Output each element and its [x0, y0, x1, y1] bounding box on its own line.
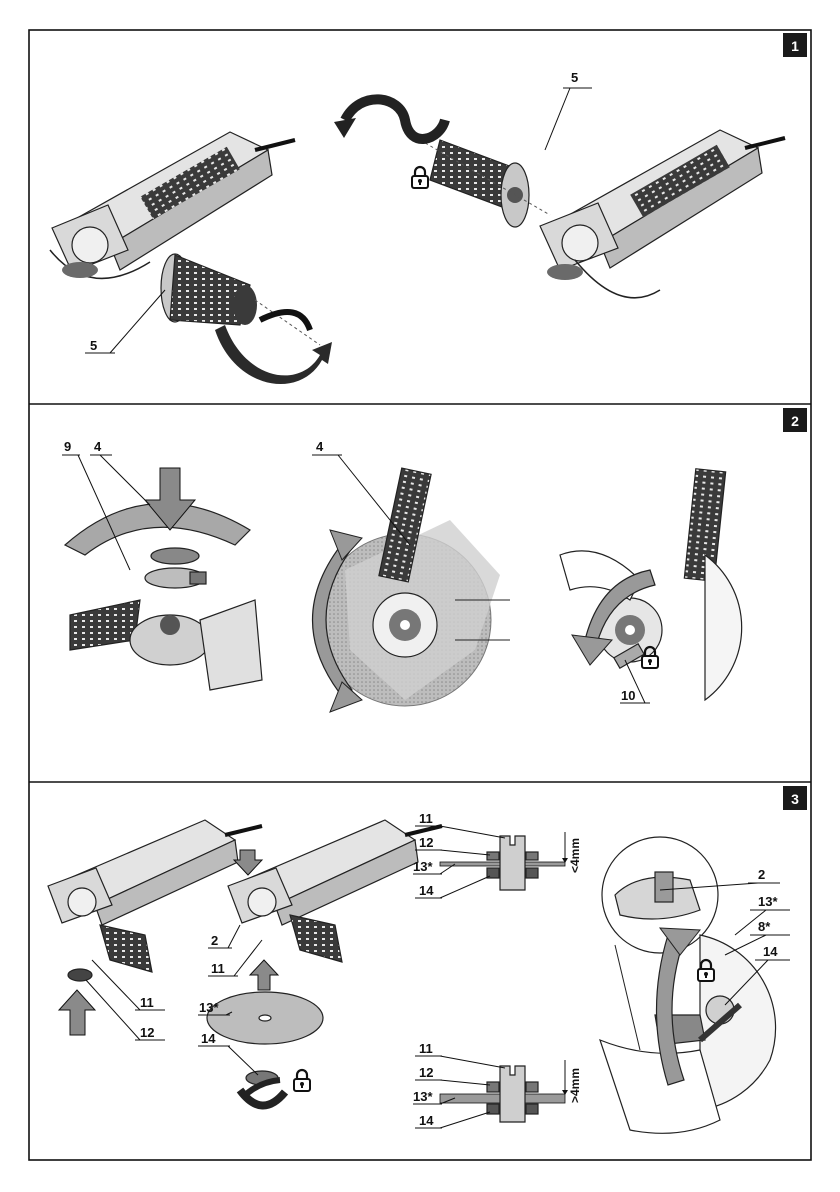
label-lock-lever: 10 — [621, 688, 635, 703]
label-wheel-guard-center: 4 — [316, 439, 324, 454]
label-11-top: 11 — [419, 811, 433, 826]
dimension-less-than-4mm: <4mm — [568, 838, 582, 873]
label-2-tool: 2 — [758, 867, 765, 882]
panel-number-tab-2: 2 — [783, 408, 807, 432]
label-12-a: 12 — [140, 1025, 154, 1040]
label-11-b: 11 — [211, 961, 225, 976]
label-14-top: 14 — [419, 883, 434, 898]
panel-number-2: 2 — [791, 413, 799, 429]
label-2-b: 2 — [211, 933, 218, 948]
label-14-bottom: 14 — [419, 1113, 434, 1128]
panel-number-tab-1: 1 — [783, 33, 807, 57]
label-12-top: 12 — [419, 835, 433, 850]
label-12-bottom: 12 — [419, 1065, 433, 1080]
label-handle-right: 5 — [571, 70, 578, 85]
panel-number-tab-3: 3 — [783, 786, 807, 810]
panel-number-3: 3 — [791, 791, 799, 807]
label-13-bottom: 13* — [413, 1089, 433, 1104]
panel-number-1: 1 — [791, 38, 799, 54]
label-13-b: 13* — [199, 1000, 219, 1015]
label-14-tool: 14 — [763, 944, 778, 959]
label-11-a: 11 — [140, 995, 154, 1010]
label-14-b: 14 — [201, 1031, 216, 1046]
label-clamp-ring: 9 — [64, 439, 71, 454]
label-11-bottom: 11 — [419, 1041, 433, 1056]
label-13-top: 13* — [413, 859, 433, 874]
label-8-tool: 8* — [758, 919, 771, 934]
dimension-greater-than-4mm: >4mm — [568, 1068, 582, 1103]
label-wheel-guard-left: 4 — [94, 439, 102, 454]
label-handle-left: 5 — [90, 338, 97, 353]
label-13-tool: 13* — [758, 894, 778, 909]
